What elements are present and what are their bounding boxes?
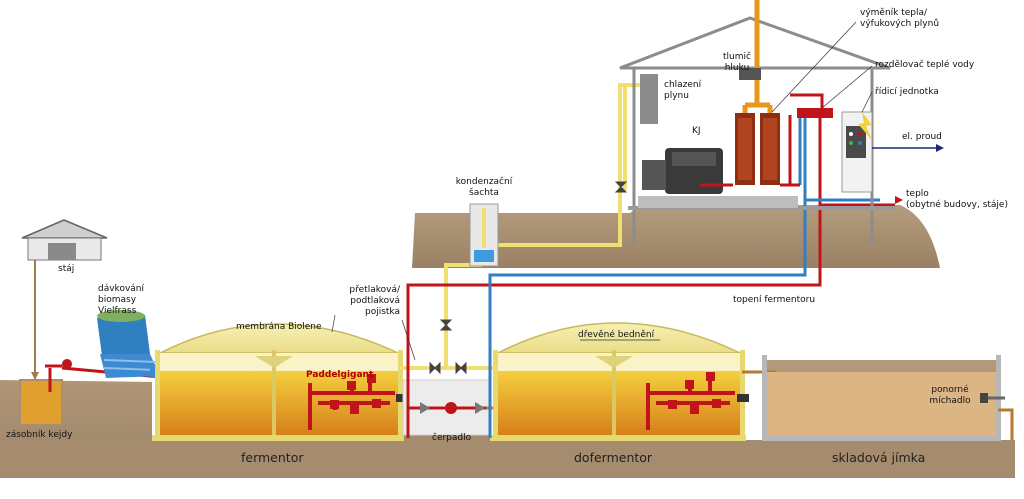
label-davkovani-2: biomasy — [98, 295, 137, 305]
label-rozdelovac: rozdělovač teplé vody — [875, 60, 975, 70]
label-davkovani-3: Vielfrass — [98, 306, 137, 316]
label-tlumic: tlumič hluku — [717, 52, 757, 74]
upper-hill — [412, 205, 940, 268]
heat-exchangers — [735, 113, 780, 185]
label-vymenik-2: výfukových plynů — [860, 19, 940, 29]
label-zasobnik: zásobník kejdy — [6, 430, 73, 440]
label-tlumic-1: tlumič — [723, 52, 751, 62]
label-teplo: teplo (obytné budovy, stáje) — [906, 189, 1008, 211]
exhaust-pipe — [742, 0, 773, 113]
mixer-motor-fermentor — [396, 394, 408, 402]
label-drevene: dřevěné bednění — [578, 330, 655, 340]
label-cerpadlo: čerpadlo — [432, 433, 472, 443]
label-davkovani-1: dávkování — [98, 284, 144, 294]
label-fermentor: fermentor — [241, 450, 304, 465]
fermentor — [152, 323, 404, 441]
label-paddelgigant: Paddelgigant — [306, 370, 374, 380]
label-topeni: topení fermentoru — [733, 295, 816, 305]
label-skladova: skladová jímka — [832, 450, 926, 465]
label-proud: el. proud — [902, 132, 942, 142]
paddle-mixer-fermentor — [308, 374, 395, 430]
condensation-shaft — [469, 203, 499, 267]
heating-pipes — [406, 115, 895, 438]
heat-arrow — [895, 196, 903, 204]
ground-base — [0, 440, 1015, 478]
label-kondenzacni-2: šachta — [469, 188, 499, 198]
mixer-motor-dofermentor — [737, 394, 749, 402]
label-kondenzacni: kondenzační šachta — [448, 177, 520, 199]
label-kondenzacni-1: kondenzační — [455, 177, 513, 187]
label-tlumic-2: hluku — [724, 63, 750, 73]
valves — [429, 181, 628, 375]
label-ponorne-2: míchadlo — [929, 396, 971, 406]
label-staj: stáj — [58, 264, 75, 274]
label-membrana: membrána Biolene — [236, 322, 322, 332]
chp-engine — [642, 148, 723, 194]
gas-cooler — [640, 74, 658, 124]
electric-arrow — [872, 144, 944, 152]
label-teplo-1: teplo — [906, 189, 929, 199]
label-kj: KJ — [692, 126, 701, 136]
label-dofermentor: dofermentor — [574, 450, 653, 465]
label-pretlak-1: přetlaková/ — [349, 285, 400, 295]
label-ponorne: ponorné míchadlo — [922, 385, 978, 407]
label-ridici: řídicí jednotka — [875, 87, 939, 97]
leader-lines — [331, 21, 873, 361]
label-vymenik-1: výměník tepla/ — [860, 8, 928, 18]
storage-tank — [762, 355, 1014, 441]
control-unit — [841, 111, 873, 193]
dofermentor — [490, 322, 746, 441]
label-pretlak-2: podtlaková — [350, 296, 400, 306]
label-pretlak-3: pojistka — [364, 307, 400, 317]
label-teplo-2: (obytné budovy, stáje) — [906, 200, 1008, 210]
hot-water-distributor — [797, 108, 833, 118]
label-vymenik: výměník tepla/ výfukových plynů — [860, 8, 939, 30]
paddle-mixer-dofermentor — [646, 372, 735, 430]
label-chlazeni-2: plynu — [664, 91, 689, 101]
label-pretlak: přetlaková/ podtlaková pojistka — [330, 285, 400, 318]
label-davkovani: dávkování biomasy Vielfrass — [98, 284, 144, 317]
label-ponorne-1: ponorné — [931, 385, 969, 395]
silencer — [739, 68, 761, 80]
slurry-tank — [19, 359, 151, 426]
barn — [21, 219, 108, 380]
label-chlazeni: chlazení plynu — [664, 80, 701, 102]
label-chlazeni-1: chlazení — [664, 80, 702, 90]
